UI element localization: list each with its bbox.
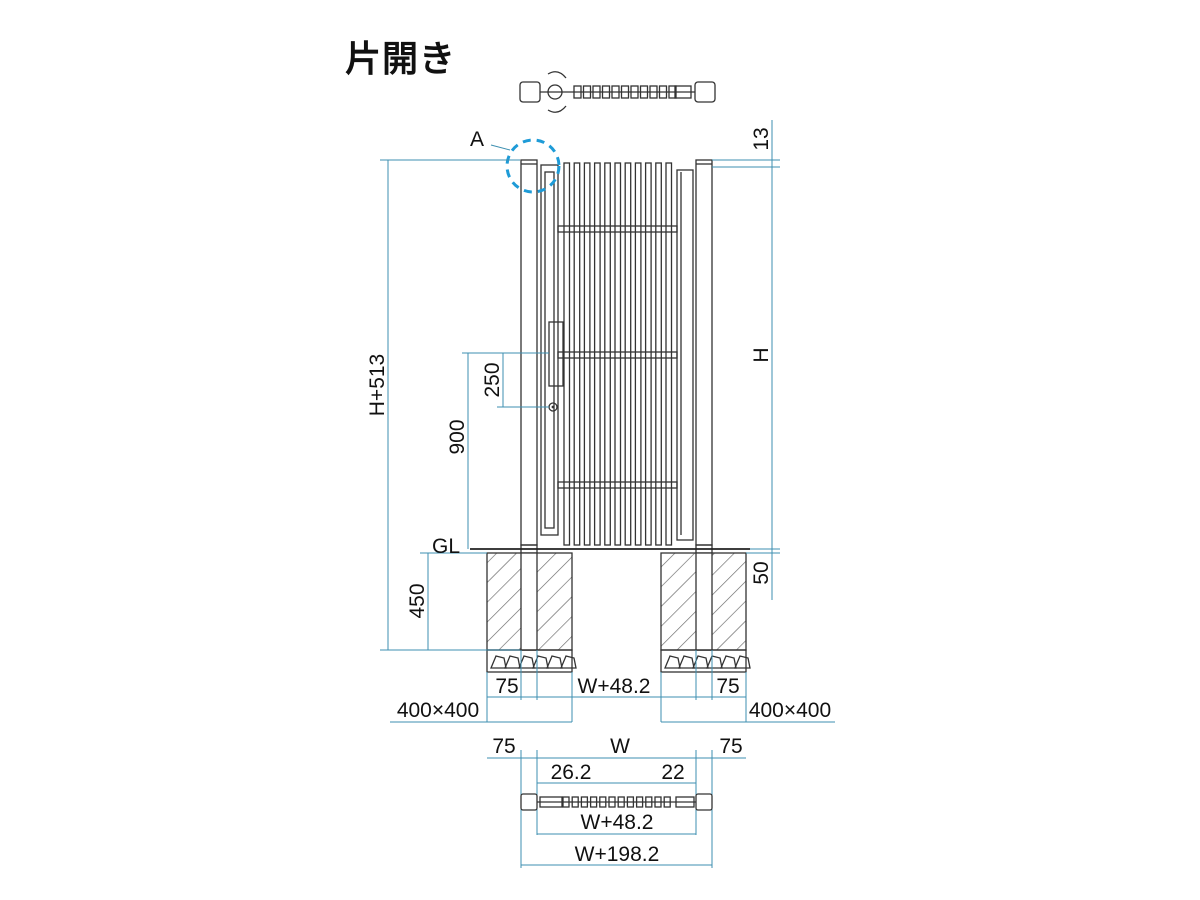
dim-gate-height: H [750,347,773,362]
leaf-frame [540,164,559,536]
dim-post-width-left: 75 [495,675,518,698]
slat [665,162,673,546]
bottom-plan-view [487,750,746,868]
rail [557,481,678,489]
dim-handle-length: 250 [481,362,504,397]
dim-foundation-left: 400×400 [397,699,479,722]
dim-span-posts: W+48.2 [578,675,651,698]
gate-elevation [470,138,751,673]
rail [557,225,678,233]
dimension-lines [380,120,835,723]
slat [624,162,632,546]
slat [573,162,581,546]
handle [548,321,564,387]
slat [604,162,611,546]
dim-foundation-depth: 450 [406,583,429,618]
dim-plan-offset-right: 22 [661,761,684,784]
slat [634,162,642,546]
dim-top-offset: 13 [750,127,773,150]
page-title: 片開き [345,39,457,80]
left-gravel [486,649,573,673]
callout-circle [505,138,561,194]
dim-plan-post-left: 75 [492,735,515,758]
slat [583,162,591,546]
slat [563,162,571,546]
top-plan-view [519,71,716,113]
slat [644,162,652,546]
dim-foundation-right: 400×400 [749,699,831,722]
latch-frame [676,169,694,541]
right-post [695,159,713,546]
dim-plan-total: W+198.2 [575,843,660,866]
dim-plan-offset-left: 26.2 [551,761,592,784]
slat [655,162,662,546]
dim-overall-height: H+513 [366,354,389,416]
dim-post-width-right: 75 [716,675,739,698]
ground-label: GL [432,535,460,558]
rail [557,351,678,359]
dim-plan-width: W [610,735,630,758]
slat [614,162,622,546]
dim-plan-post-right: 75 [719,735,742,758]
dim-ground-offset: 50 [750,561,773,584]
callout-label: A [470,128,484,151]
dim-plan-span: W+48.2 [581,811,654,834]
right-gravel [660,649,747,673]
dim-handle-height: 900 [446,419,469,454]
slat [593,162,601,546]
